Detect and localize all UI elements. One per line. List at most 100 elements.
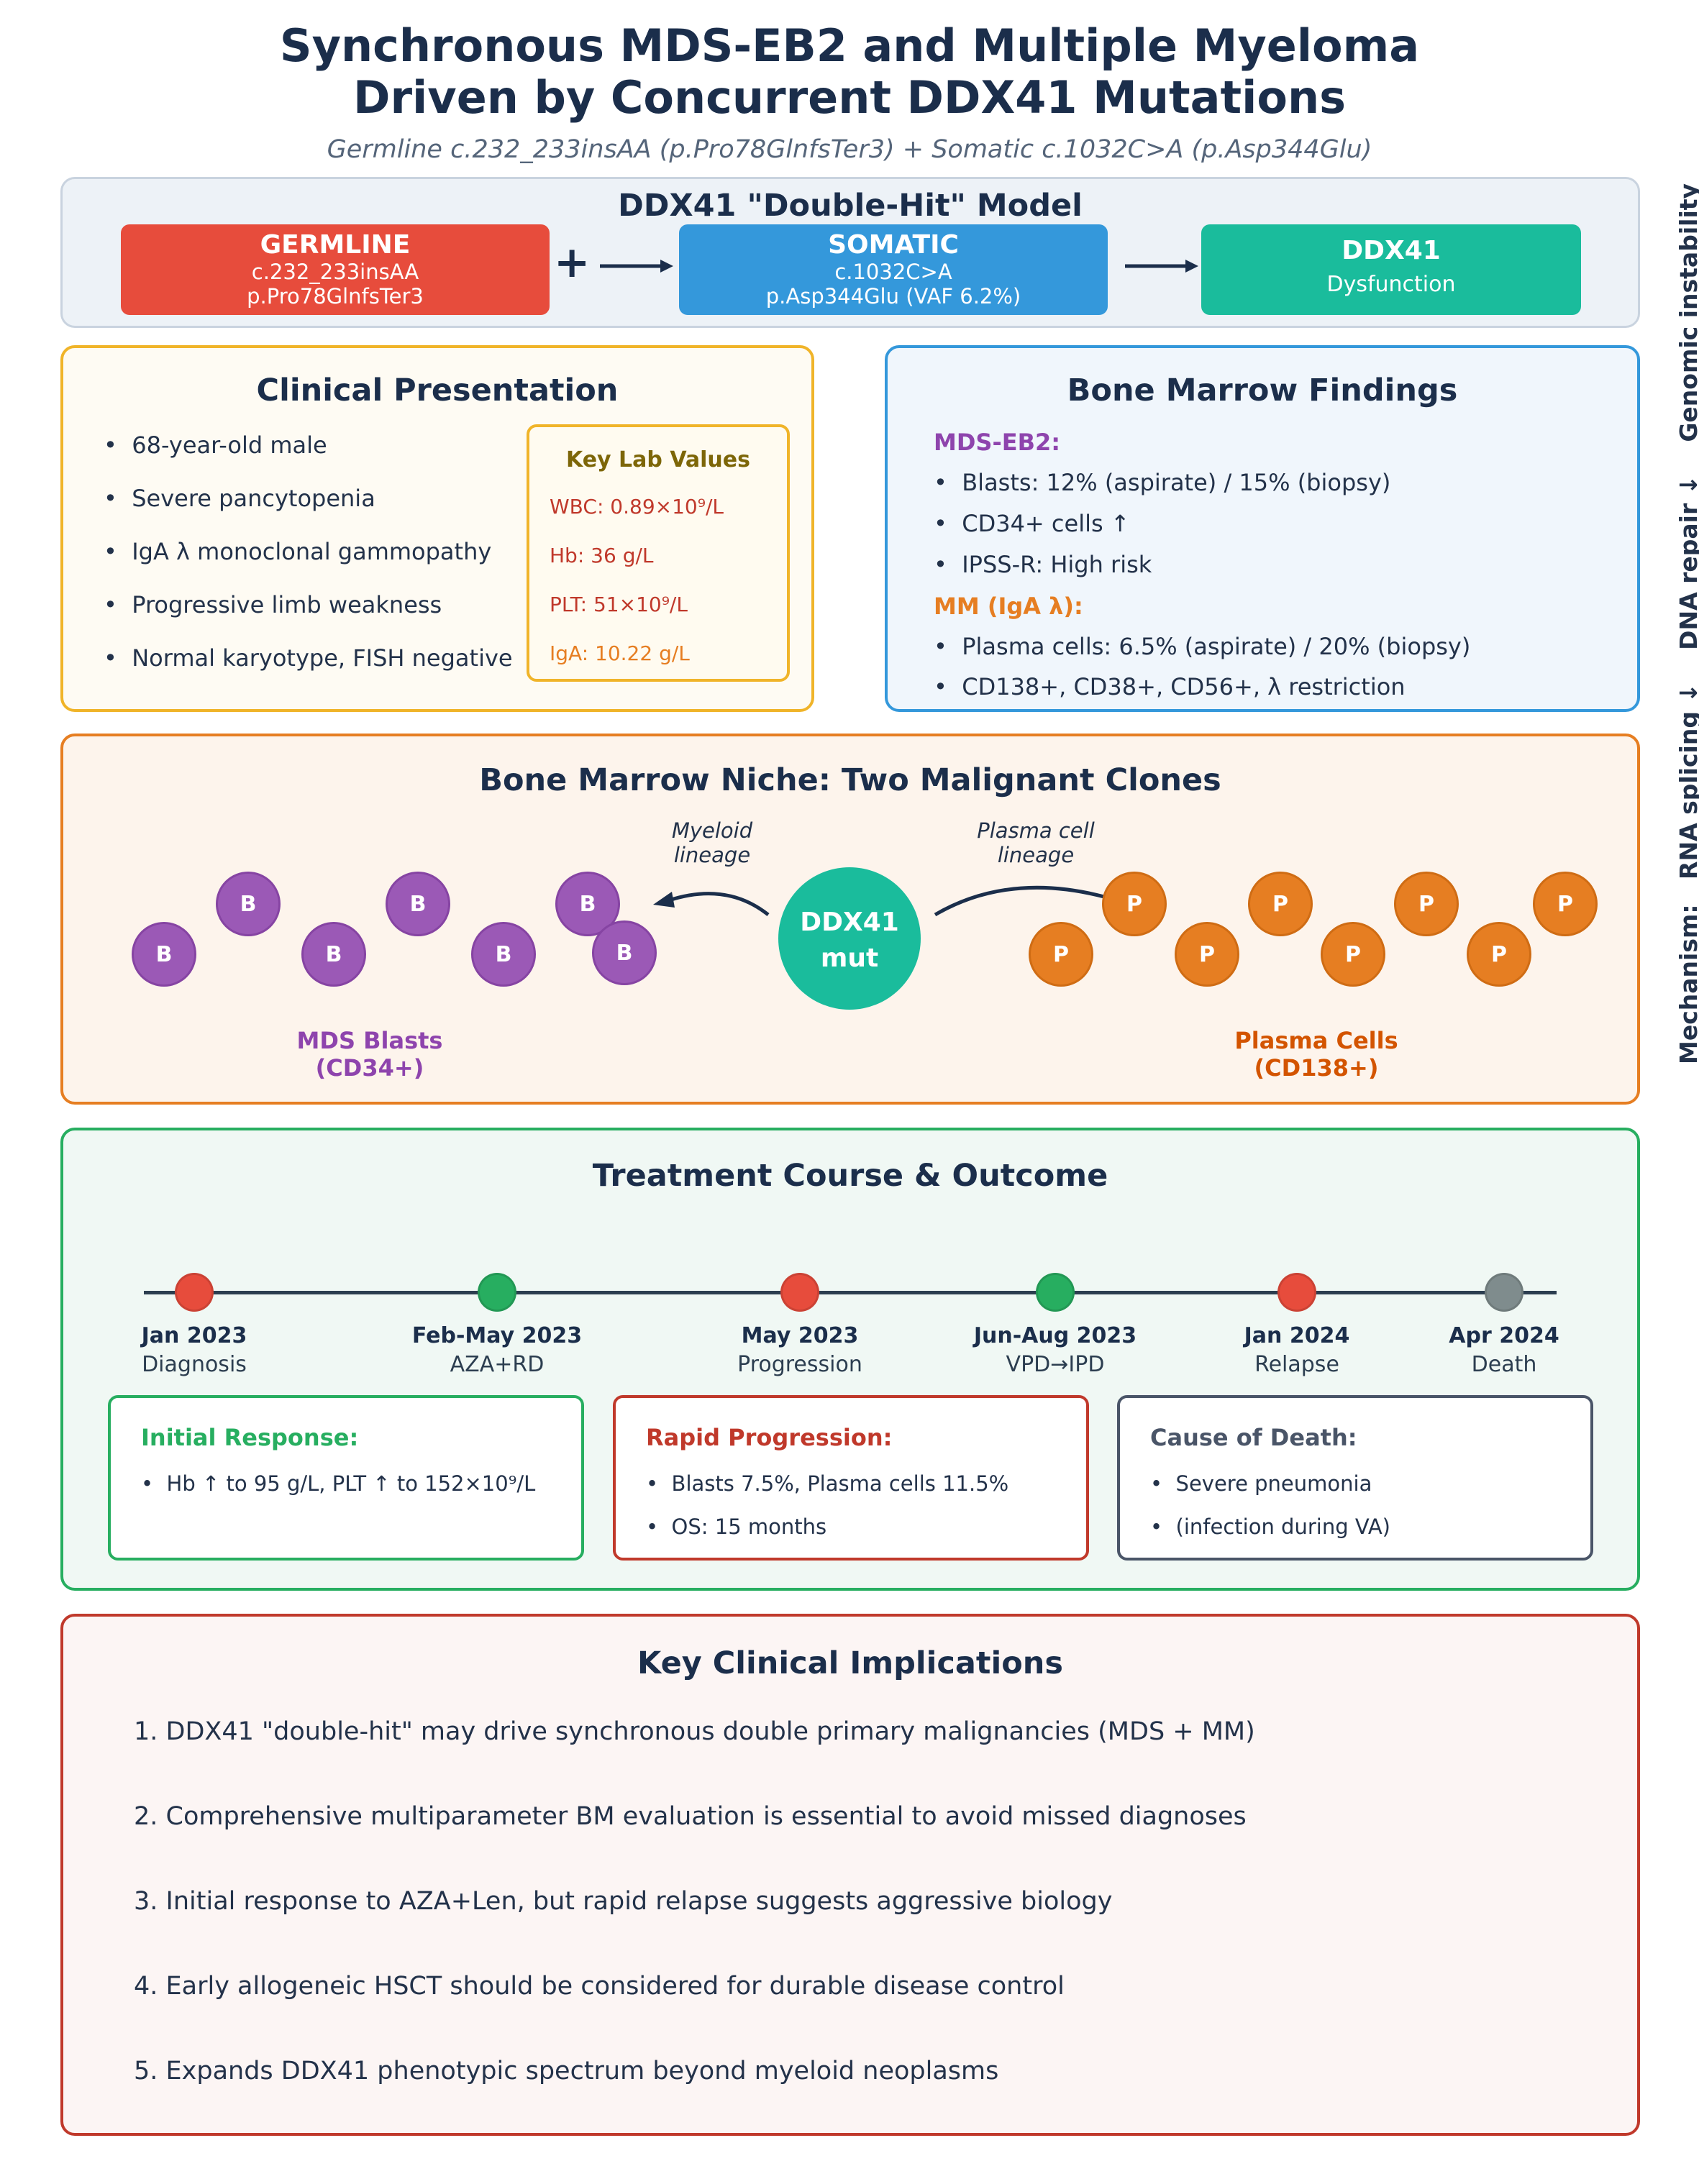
blast-cell: B [132,922,196,987]
event-date: Jun-Aug 2023 [973,1323,1137,1348]
somatic-line1: c.1032C>A [834,260,952,284]
blast-cell: B [301,922,366,987]
mechanism-sidebar: Mechanism: RNA splicing ↓ DNA repair ↓ G… [1675,183,1699,1064]
somatic-head: SOMATIC [828,230,959,260]
event-date: Jan 2024 [1244,1323,1350,1348]
event-label: Death [1471,1352,1537,1377]
plasma-cell: P [1102,872,1167,936]
lab-plt: PLT: 51×10⁹/L [550,593,688,616]
event-label: Diagnosis [142,1352,247,1377]
niche-title: Bone Marrow Niche: Two Malignant Clones [479,762,1221,798]
mm-item: • Plasma cells: 6.5% (aspirate) / 20% (b… [934,633,1471,660]
implication-item: 4. Early allogeneic HSCT should be consi… [134,1972,1065,2001]
timeline-dot-death [1485,1273,1523,1312]
blast-cell: B [471,922,536,987]
implication-item: 5. Expands DDX41 phenotypic spectrum bey… [134,2057,999,2085]
rapid-progression-item: • OS: 15 months [646,1514,827,1539]
blast-cell: B [216,872,281,936]
clinical-bullet: • Progressive limb weakness [104,591,442,618]
plasma-cell: P [1248,872,1313,936]
mm-heading: MM (IgA λ): [934,593,1083,620]
implication-item: 1. DDX41 "double-hit" may drive synchron… [134,1717,1255,1746]
page-title: Synchronous MDS-EB2 and Multiple Myeloma… [0,20,1699,124]
mds-heading: MDS-EB2: [934,429,1061,456]
event-label: AZA+RD [450,1352,545,1377]
lab-iga: IgA: 10.22 g/L [550,641,690,665]
timeline-dot-progression [780,1273,819,1312]
arrow-somatic-result-icon [1125,260,1198,273]
germline-line2: p.Pro78GlnfsTer3 [247,284,424,309]
event-label: VPD→IPD [1006,1352,1105,1377]
event-date: May 2023 [741,1323,859,1348]
mds-item: • Blasts: 12% (aspirate) / 15% (biopsy) [934,469,1391,496]
lab-values-box: Key Lab Values WBC: 0.89×10⁹/L Hb: 36 g/… [527,424,790,682]
plasma-cell: P [1394,872,1459,936]
timeline-dot-vpd-ipd [1036,1273,1075,1312]
timeline-dot-diagnosis [175,1273,214,1312]
event-label: Progression [737,1352,862,1377]
mm-item: • CD138+, CD38+, CD56+, λ restriction [934,673,1406,700]
implications-panel: Key Clinical Implications [60,1614,1640,2136]
implication-item: 3. Initial response to AZA+Len, but rapi… [134,1887,1113,1916]
page-subtitle: Germline c.232_233insAA (p.Pro78GlnfsTer… [327,135,1372,164]
marrow-title: Bone Marrow Findings [1067,373,1458,408]
timeline-axis [144,1291,1557,1294]
plasma-cell: P [1533,872,1598,936]
title-line-1: Synchronous MDS-EB2 and Multiple Myeloma [279,19,1420,72]
plasma-cell: P [1029,922,1093,987]
clinical-bullet: • 68-year-old male [104,431,327,459]
clinical-bullet: • IgA λ monoclonal gammopathy [104,538,492,565]
blast-cell: B [592,920,657,985]
cause-of-death-head: Cause of Death: [1150,1424,1357,1451]
timeline-dot-relapse [1277,1273,1316,1312]
dysfunction-line1: Dysfunction [1326,272,1456,297]
implications-title: Key Clinical Implications [637,1645,1063,1681]
somatic-line2: p.Asp344Glu (VAF 6.2%) [765,284,1021,309]
initial-response-box: Initial Response: • Hb ↑ to 95 g/L, PLT … [108,1395,584,1561]
cause-of-death-box: Cause of Death: • Severe pneumonia • (in… [1117,1395,1593,1561]
plasma-cells-label: Plasma Cells(CD138+) [1234,1027,1398,1082]
lab-wbc: WBC: 0.89×10⁹/L [550,495,724,518]
blast-cell: B [386,872,450,936]
plasma-cell: P [1467,922,1531,987]
event-label: Relapse [1254,1352,1339,1377]
rapid-progression-box: Rapid Progression: • Blasts 7.5%, Plasma… [613,1395,1089,1561]
germline-box: GERMLINE c.232_233insAA p.Pro78GlnfsTer3 [121,224,550,315]
germline-line1: c.232_233insAA [251,260,419,284]
cause-of-death-item: • Severe pneumonia [1150,1471,1372,1496]
treatment-title: Treatment Course & Outcome [592,1158,1108,1194]
arrow-germline-somatic-icon [600,260,673,273]
dysfunction-head: DDX41 [1342,236,1441,265]
cause-of-death-item: • (infection during VA) [1150,1514,1390,1539]
initial-response-item: • Hb ↑ to 95 g/L, PLT ↑ to 152×10⁹/L [141,1471,536,1496]
mds-item: • CD34+ cells ↑ [934,510,1130,537]
somatic-box: SOMATIC c.1032C>A p.Asp344Glu (VAF 6.2%) [679,224,1108,315]
dysfunction-box: DDX41 Dysfunction [1201,224,1581,315]
event-date: Apr 2024 [1449,1323,1559,1348]
lab-hb: Hb: 36 g/L [550,544,654,567]
plasma-cell: P [1175,922,1239,987]
initial-response-head: Initial Response: [141,1424,359,1451]
event-date: Feb-May 2023 [411,1323,583,1348]
marrow-panel: Bone Marrow Findings [885,345,1640,712]
lab-values-title: Key Lab Values [565,447,750,472]
timeline-dot-aza-rd [478,1273,516,1312]
rapid-progression-head: Rapid Progression: [646,1424,893,1451]
plus-sign: + [554,237,591,288]
event-date: Jan 2023 [141,1323,247,1348]
implication-item: 2. Comprehensive multiparameter BM evalu… [134,1802,1247,1831]
title-line-2: Driven by Concurrent DDX41 Mutations [353,71,1346,124]
mds-item: • IPSS-R: High risk [934,551,1152,578]
clinical-bullet: • Normal karyotype, FISH negative [104,644,513,672]
mds-blasts-label: MDS Blasts(CD34+) [296,1027,443,1082]
myeloid-arrow-icon [653,892,770,916]
rapid-progression-item: • Blasts 7.5%, Plasma cells 11.5% [646,1471,1009,1496]
model-title: DDX41 "Double-Hit" Model [618,188,1083,224]
clinical-bullet: • Severe pancytopenia [104,485,375,512]
germline-head: GERMLINE [260,230,411,260]
clinical-title: Clinical Presentation [256,373,619,408]
plasma-cell: P [1321,922,1385,987]
